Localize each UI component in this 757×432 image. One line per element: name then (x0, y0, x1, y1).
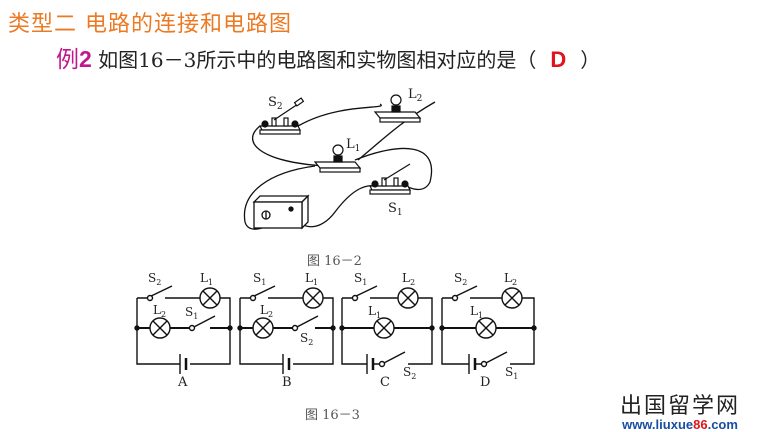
physical-circuit-figure: S2 L2 L1 S1 (243, 87, 436, 230)
wire (252, 125, 326, 167)
c-option-letter: C (380, 375, 390, 390)
label-s1: S1 (388, 201, 403, 218)
section-title: 类型二 电路的连接和电路图 (8, 12, 292, 37)
lamp-symbol (199, 287, 221, 309)
label-s2: S2 (268, 95, 283, 112)
question-stem: 例2 如图16－3所示中的电路图和实物图相对应的是（ D ） (56, 40, 600, 74)
circuit-option-b (237, 285, 336, 374)
lamp-symbol (149, 317, 171, 339)
example-label: 例 (56, 47, 79, 73)
d-top-switch-label: S2 (454, 271, 467, 287)
c-top-switch-label: S1 (354, 271, 367, 287)
switch-s2-device (259, 97, 305, 135)
watermark: 出国留学网 www.liuxue86.com (620, 388, 740, 432)
wire (354, 147, 433, 191)
c-mid-lamp-label: L1 (368, 304, 381, 320)
a-mid-lamp-label: L2 (153, 303, 166, 319)
a-top-switch-label: S2 (148, 271, 161, 287)
b-option-letter: B (282, 375, 292, 390)
answer-letter: D (550, 47, 567, 72)
question-close: ） (580, 48, 601, 72)
d-option-letter: D (480, 375, 490, 390)
wire (297, 103, 382, 127)
d-mid-lamp-label: L1 (470, 304, 483, 320)
battery-box (252, 194, 310, 230)
label-l2: L2 (408, 87, 422, 104)
figure-16-2-caption: 图 16－2 (307, 254, 362, 269)
circuit-option-d (439, 285, 537, 374)
lamp-l2-device (373, 94, 422, 123)
figure-16-3-caption: 图 16－3 (305, 408, 360, 423)
lamp-symbol (475, 317, 497, 339)
d-top-lamp-label: L2 (504, 271, 517, 287)
lamp-symbol (501, 287, 523, 309)
lamp-symbol (252, 317, 274, 339)
example-number: 2 (79, 46, 92, 72)
c-top-lamp-label: L2 (402, 271, 415, 287)
circuit-option-c (339, 285, 435, 374)
lamp-symbol (373, 317, 395, 339)
b-top-switch-label: S1 (253, 271, 266, 287)
circuit-option-a (134, 285, 233, 374)
a-mid-switch-label: S1 (185, 305, 198, 321)
b-mid-switch-label: S2 (300, 331, 313, 347)
lamp-symbol (302, 287, 324, 309)
a-top-lamp-label: L1 (200, 271, 213, 287)
a-option-letter: A (177, 375, 188, 390)
watermark-url: www.liuxue86.com (622, 417, 738, 432)
question-text: 如图16－3所示中的电路图和实物图相对应的是（ (98, 48, 537, 72)
circuit-options-figure: S2 L1 L2 S1 A S1 L1 L2 S2 B S1 L2 L1 S2 … (134, 271, 537, 390)
lamp-l1-device (313, 144, 362, 173)
switch-s1-device (369, 163, 411, 195)
b-top-lamp-label: L1 (305, 271, 318, 287)
watermark-site-name: 出国留学网 (620, 394, 741, 419)
b-mid-lamp-label: L2 (260, 303, 273, 319)
d-bot-switch-label: S1 (505, 365, 518, 381)
c-bot-switch-label: S2 (403, 365, 416, 381)
lamp-symbol (397, 287, 419, 309)
label-l1: L1 (346, 137, 360, 154)
wire (357, 101, 436, 161)
